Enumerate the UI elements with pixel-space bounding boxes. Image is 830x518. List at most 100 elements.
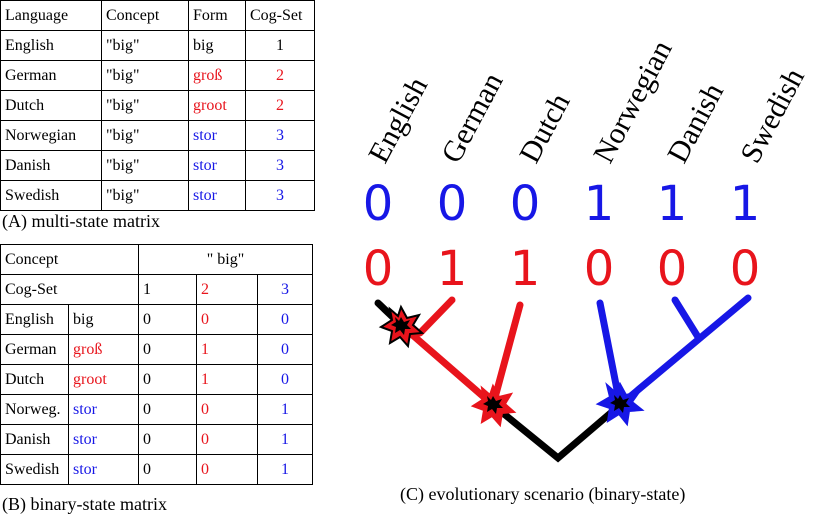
red-bit: 0 bbox=[730, 241, 761, 297]
caption-b: (B) binary-state matrix bbox=[2, 494, 167, 514]
cog-set-cell: 2 bbox=[245, 90, 315, 121]
language-cell: Danish bbox=[0, 424, 69, 455]
table-row: Danish stor 0 0 1 bbox=[0, 424, 313, 455]
header-concept: Concept bbox=[101, 0, 189, 31]
matrix-a-header-row: Language Concept Form Cog-Set bbox=[0, 0, 315, 31]
bit-cell: 1 bbox=[196, 334, 258, 365]
table-row: English big 0 0 0 bbox=[0, 304, 313, 335]
form-cell: stor bbox=[188, 120, 246, 151]
bit-cell: 0 bbox=[257, 334, 313, 365]
blue-bit: 0 bbox=[363, 176, 394, 232]
red-bit: 0 bbox=[363, 241, 394, 297]
concept-cell: "big" bbox=[101, 150, 189, 181]
bit-cell: 0 bbox=[138, 334, 197, 365]
tree-language-label: Dutch bbox=[513, 88, 577, 168]
bit-cell: 1 bbox=[196, 364, 258, 395]
danish-swedish-branch bbox=[616, 294, 752, 409]
bit-cell: 0 bbox=[257, 304, 313, 335]
blue-bit: 0 bbox=[510, 176, 541, 232]
german-branch bbox=[416, 296, 456, 337]
language-cell: Swedish bbox=[0, 454, 69, 485]
root-branch bbox=[489, 401, 624, 463]
concept-label: Concept bbox=[0, 244, 139, 275]
tree-language-label: English bbox=[362, 72, 434, 168]
blue-bit: 0 bbox=[437, 176, 468, 232]
multi-state-matrix: Language Concept Form Cog-Set English "b… bbox=[0, 0, 315, 211]
header-form: Form bbox=[188, 0, 246, 31]
red-bit: 0 bbox=[584, 241, 615, 297]
language-cell: Swedish bbox=[0, 180, 102, 211]
language-cell: Norwegian bbox=[0, 120, 102, 151]
german-english-branch bbox=[397, 321, 497, 409]
language-cell: German bbox=[0, 334, 69, 365]
star-icon bbox=[391, 317, 411, 335]
form-cell: groß bbox=[188, 60, 246, 91]
form-cell: stor bbox=[188, 180, 246, 211]
concept-cell: "big" bbox=[101, 180, 189, 211]
bit-cell: 0 bbox=[196, 394, 258, 425]
matrix-b-cogset-row: Cog-Set 1 2 3 bbox=[0, 274, 313, 305]
table-row: Danish "big" stor 3 bbox=[0, 150, 315, 181]
form-cell: groß bbox=[68, 334, 139, 365]
evolutionary-tree: English German Dutch Norwegian Danish Sw… bbox=[362, 35, 811, 463]
concept-cell: "big" bbox=[101, 30, 189, 61]
table-row: Swedish "big" stor 3 bbox=[0, 180, 315, 211]
table-row: Swedish stor 0 0 1 bbox=[0, 454, 313, 485]
bit-cell: 0 bbox=[257, 364, 313, 395]
dutch-branch bbox=[489, 301, 524, 409]
cog-set-2: 2 bbox=[196, 274, 258, 305]
bit-cell: 0 bbox=[138, 454, 197, 485]
table-row: English "big" big 1 bbox=[0, 30, 315, 61]
header-cog-set: Cog-Set bbox=[245, 0, 315, 31]
binary-state-matrix: Concept " big" Cog-Set 1 2 3 English big… bbox=[0, 244, 313, 485]
danish-branch bbox=[671, 296, 702, 341]
table-row: Norweg. stor 0 0 1 bbox=[0, 394, 313, 425]
header-language: Language bbox=[0, 0, 102, 31]
language-cell: Dutch bbox=[0, 364, 69, 395]
language-cell: English bbox=[0, 304, 69, 335]
form-cell: stor bbox=[68, 394, 139, 425]
cog-set-cell: 2 bbox=[245, 60, 315, 91]
matrix-b-concept-row: Concept " big" bbox=[0, 244, 313, 275]
concept-cell: "big" bbox=[101, 60, 189, 91]
bit-cell: 1 bbox=[257, 454, 313, 485]
blue-bit: 1 bbox=[657, 176, 688, 232]
form-cell: big bbox=[188, 30, 246, 61]
form-cell: stor bbox=[188, 150, 246, 181]
cog-set-cell: 3 bbox=[245, 150, 315, 181]
bit-cell: 0 bbox=[196, 304, 258, 335]
tree-language-label: Danish bbox=[661, 78, 730, 169]
cog-set-1: 1 bbox=[138, 274, 197, 305]
star-icon bbox=[483, 396, 503, 414]
norwegian-branch bbox=[596, 299, 624, 409]
bit-cell: 1 bbox=[257, 424, 313, 455]
red-bit: 0 bbox=[657, 241, 688, 297]
table-row: Norwegian "big" stor 3 bbox=[0, 120, 315, 151]
caption-a: (A) multi-state matrix bbox=[2, 211, 160, 231]
form-cell: groot bbox=[188, 90, 246, 121]
bit-cell: 0 bbox=[138, 304, 197, 335]
star-icon bbox=[610, 395, 630, 413]
bit-cell: 0 bbox=[196, 424, 258, 455]
table-row: German "big" groß 2 bbox=[0, 60, 315, 91]
concept-cell: "big" bbox=[101, 120, 189, 151]
tree-language-label: Swedish bbox=[734, 63, 811, 168]
language-cell: Norweg. bbox=[0, 394, 69, 425]
red-bit: 1 bbox=[510, 241, 541, 297]
language-cell: Danish bbox=[0, 150, 102, 181]
caption-c: (C) evolutionary scenario (binary-state) bbox=[400, 484, 686, 504]
table-row: Dutch "big" groot 2 bbox=[0, 90, 315, 121]
form-cell: groot bbox=[68, 364, 139, 395]
table-row: German groß 0 1 0 bbox=[0, 334, 313, 365]
language-cell: English bbox=[0, 30, 102, 61]
language-cell: Dutch bbox=[0, 90, 102, 121]
tree-language-label: German bbox=[435, 67, 509, 168]
concept-cell: "big" bbox=[101, 90, 189, 121]
red-bit: 1 bbox=[437, 241, 468, 297]
form-cell: big bbox=[68, 304, 139, 335]
cog-set-3: 3 bbox=[257, 274, 313, 305]
cog-set-cell: 3 bbox=[245, 180, 315, 211]
bit-cell: 0 bbox=[138, 394, 197, 425]
form-cell: stor bbox=[68, 424, 139, 455]
cog-set-label: Cog-Set bbox=[0, 274, 139, 305]
